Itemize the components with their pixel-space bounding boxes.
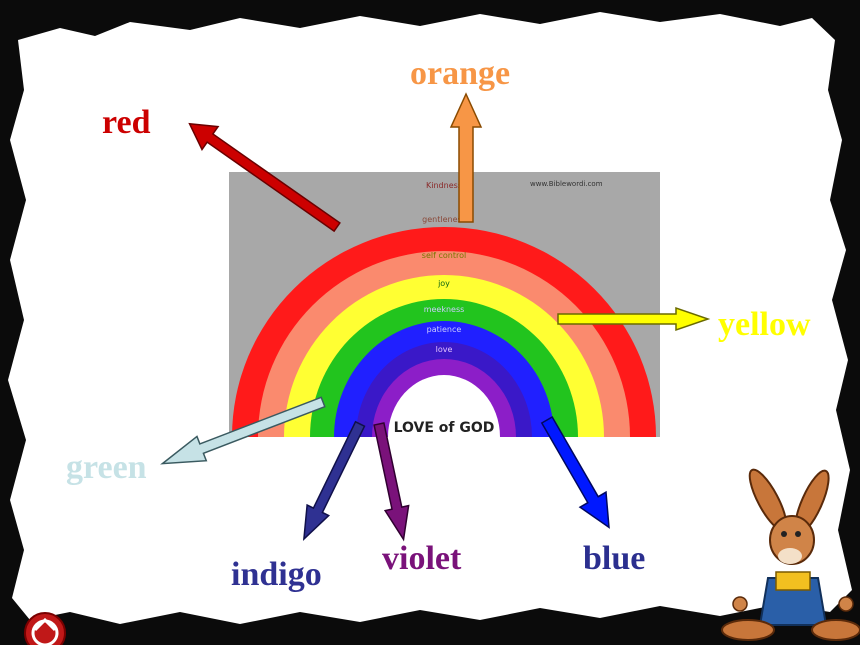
label-yellow: yellow: [718, 306, 811, 343]
arrow-green: [160, 396, 326, 465]
label-red: red: [102, 104, 151, 141]
rainbow-band-text: self control: [422, 251, 466, 260]
rainbow-band-text: patience: [427, 325, 462, 334]
rainbow-center: [388, 375, 500, 437]
arrow-yellow: [557, 306, 711, 332]
rainbow-image: www.Biblewordi.com Kindness gentleness s…: [229, 172, 660, 437]
label-orange: orange: [410, 55, 511, 92]
rainbow-band-text: meekness: [424, 305, 465, 314]
label-blue: blue: [583, 540, 646, 577]
rainbow-band-text: love: [436, 345, 453, 354]
logo-icon: [24, 612, 66, 645]
label-indigo: indigo: [231, 556, 322, 593]
arrow-indigo: [302, 420, 366, 541]
arrow-blue: [540, 415, 610, 529]
rainbow-band-text: Kindness: [426, 181, 462, 190]
arrow-red: [188, 122, 341, 233]
rabbit-mascot: [721, 468, 860, 641]
rainbow-band-text: gentleness: [422, 215, 466, 224]
rainbow-band-text: joy: [437, 279, 450, 288]
arrow-orange: [449, 92, 483, 223]
label-green: green: [66, 449, 147, 486]
rainbow-website: www.Biblewordi.com: [530, 180, 603, 188]
arrow-violet: [373, 422, 410, 542]
label-violet: violet: [382, 540, 462, 577]
rainbow-caption: LOVE of GOD: [394, 420, 495, 436]
